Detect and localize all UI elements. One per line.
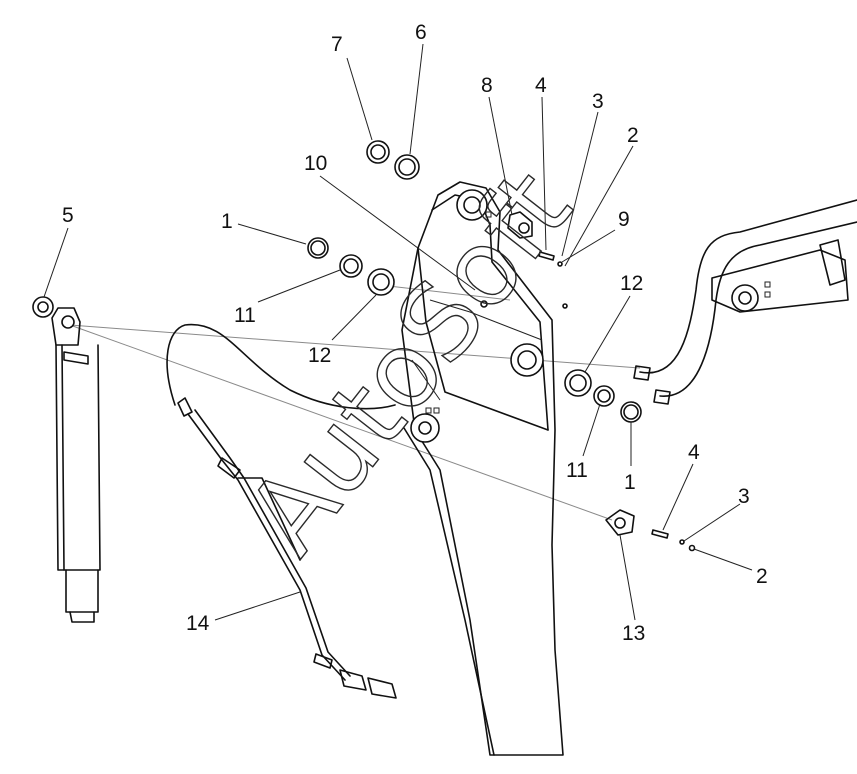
callout-11-upper: 11	[234, 304, 256, 327]
callout-12-upper: 12	[308, 344, 331, 367]
callout-11-right: 11	[566, 459, 588, 482]
callout-5: 5	[62, 204, 74, 227]
callout-1-right: 1	[624, 471, 636, 494]
callout-3-upper: 3	[592, 90, 604, 113]
callout-3-lower: 3	[738, 485, 750, 508]
callout-9: 9	[618, 208, 630, 231]
callout-2-upper: 2	[627, 124, 639, 147]
leader-lines	[43, 43, 753, 621]
plate-8	[507, 211, 533, 239]
callout-4-upper: 4	[535, 74, 547, 97]
washer-7	[366, 140, 390, 164]
callout-7: 7	[331, 33, 343, 56]
callout-labels: 7 6 8 4 3 2 10 9 5 1 12 11 12 11 1 4 3 2…	[62, 21, 768, 645]
boom-arm	[401, 181, 568, 756]
callout-8: 8	[481, 74, 493, 97]
hose-assembly	[166, 323, 397, 699]
callout-1-upper: 1	[221, 210, 233, 233]
hydraulic-cylinder	[32, 296, 101, 623]
washer-3-upper	[557, 261, 563, 267]
callout-13: 13	[622, 622, 645, 645]
nut-2-lower	[688, 544, 696, 552]
assembly-axis-lines	[69, 284, 641, 521]
o-ring-1-right	[620, 401, 642, 423]
hydraulic-lines-right	[633, 199, 857, 405]
small-parts	[307, 140, 696, 552]
pin-4-lower	[651, 529, 669, 539]
callout-14: 14	[186, 612, 210, 635]
bushing-11-upper	[339, 254, 363, 278]
callout-2-lower: 2	[756, 565, 768, 588]
callout-10: 10	[304, 152, 327, 175]
washer-3-lower	[679, 539, 685, 545]
plate-13	[605, 509, 635, 536]
callout-6: 6	[415, 21, 427, 44]
bushing-11-right	[593, 385, 615, 407]
washer-12-right	[564, 369, 592, 397]
callout-4-lower: 4	[688, 441, 700, 464]
washer-6	[394, 154, 420, 180]
callout-12-right: 12	[620, 272, 643, 295]
washer-12-upper	[367, 268, 395, 296]
pin-4-upper	[538, 251, 555, 261]
o-ring-1-upper	[307, 237, 329, 259]
